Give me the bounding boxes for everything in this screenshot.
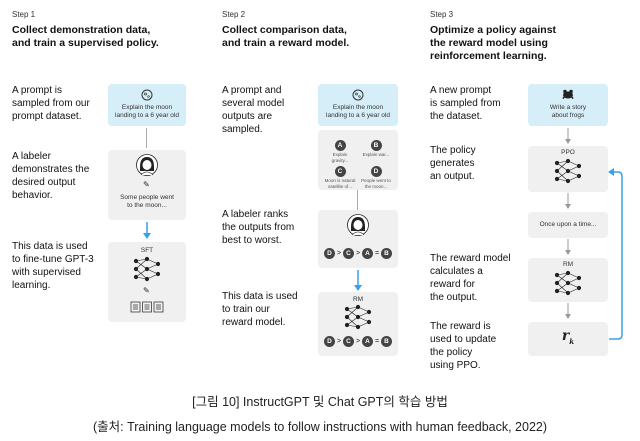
person-icon bbox=[347, 214, 369, 241]
step3-output-card: Once upon a time... bbox=[528, 212, 608, 238]
step2-prompt-text: Explain the moon landing to a 6 year old bbox=[326, 104, 390, 119]
output-d-badge: D bbox=[370, 166, 382, 177]
neural-network-icon bbox=[343, 304, 373, 335]
step3-arrow-4 bbox=[564, 303, 572, 326]
step3-reward-card: rk bbox=[528, 322, 608, 356]
output-c: C Moon is natural satellite of... bbox=[324, 160, 356, 190]
step2-outputs-card: A Explain gravity... B Explain war... C … bbox=[318, 130, 398, 190]
frog-icon bbox=[561, 87, 575, 105]
output-b-text: Explain war... bbox=[362, 152, 390, 157]
step3-desc-2: The policy generates an output. bbox=[430, 145, 476, 182]
step3-desc-4: The reward is used to update the policy … bbox=[430, 321, 497, 371]
step3-title-line2: the reward model using bbox=[430, 37, 548, 49]
neural-network-icon bbox=[132, 256, 162, 287]
feedback-loop-arrow bbox=[608, 162, 628, 347]
rank-badge: D bbox=[324, 248, 335, 259]
figure-source: (출처: Training language models to follow … bbox=[92, 420, 548, 434]
pencil-icon: ✎ bbox=[143, 286, 150, 295]
step3-desc-1: A new prompt is sampled from the dataset… bbox=[430, 85, 501, 122]
output-d-text: People went to the moon... bbox=[361, 178, 391, 189]
output-a-text: Explain gravity... bbox=[331, 152, 349, 163]
rank-badge: B bbox=[381, 248, 392, 259]
rank-op: = bbox=[374, 338, 380, 345]
step3-desc-3: The reward model calculates a reward for… bbox=[430, 253, 511, 303]
step2-desc-3: This data is used to train our reward mo… bbox=[222, 291, 298, 328]
output-d: D People went to the moon... bbox=[360, 160, 392, 190]
step2-ranking-2: D > C > A = B bbox=[323, 336, 393, 347]
neural-network-icon bbox=[553, 158, 583, 189]
step3-rm-card: RM bbox=[528, 258, 608, 302]
step2-desc-1: A prompt and several model outputs are s… bbox=[222, 85, 285, 135]
rank-badge: A bbox=[362, 248, 373, 259]
moon-icon bbox=[352, 88, 364, 106]
step3-policy-label: PPO bbox=[561, 149, 575, 156]
output-c-badge: C bbox=[334, 166, 346, 177]
step1-prompt-card: Explain the moon landing to a 6 year old bbox=[108, 84, 186, 126]
output-a: A Explain gravity... bbox=[324, 134, 356, 164]
step1-title: Collect demonstration data, and train a … bbox=[12, 24, 159, 50]
neural-network-icon bbox=[553, 270, 583, 301]
output-b: B Explain war... bbox=[360, 134, 392, 158]
step3-prompt-text: Write a story about frogs bbox=[549, 104, 587, 119]
rank-op: > bbox=[336, 250, 342, 257]
rank-badge: B bbox=[381, 336, 392, 347]
step2-label: Step 2 bbox=[222, 10, 246, 19]
step2-rm-card: RM D > C > A = B bbox=[318, 292, 398, 356]
document-icon bbox=[130, 300, 164, 318]
step2-desc-2: A labeler ranks the outputs from best to… bbox=[222, 209, 295, 246]
step3-prompt-card: Write a story about frogs bbox=[528, 84, 608, 126]
step2-title: Collect comparison data, and train a rew… bbox=[222, 24, 349, 50]
step2-model-label: RM bbox=[352, 296, 364, 303]
step3-arrow-2 bbox=[564, 193, 572, 216]
step2-prompt-card: Explain the moon landing to a 6 year old bbox=[318, 84, 398, 126]
step3-label: Step 3 bbox=[430, 10, 454, 19]
step3-ppo-card: PPO bbox=[528, 146, 608, 192]
step1-sft-card: SFT ✎ bbox=[108, 242, 186, 322]
step2-ranking-1: D > C > A = B bbox=[323, 248, 393, 259]
step1-desc-3: This data is used to fine-tune GPT-3 wit… bbox=[12, 241, 94, 291]
rank-badge: A bbox=[362, 336, 373, 347]
step1-model-label: SFT bbox=[140, 247, 154, 254]
moon-icon bbox=[141, 88, 153, 106]
reward-symbol: rk bbox=[528, 328, 608, 346]
step1-demo-text: Some people went to the moon... bbox=[120, 194, 174, 209]
step1-title-line2: and train a supervised policy. bbox=[12, 37, 159, 49]
step1-title-line1: Collect demonstration data, bbox=[12, 24, 151, 36]
step1-labeler-card: ✎ Some people went to the moon... bbox=[108, 150, 186, 220]
step2-connector-1 bbox=[357, 190, 358, 210]
rank-op: = bbox=[374, 250, 380, 257]
output-b-badge: B bbox=[370, 140, 382, 151]
pencil-icon: ✎ bbox=[143, 180, 150, 189]
rank-op: > bbox=[355, 250, 361, 257]
step3-arrow-3 bbox=[564, 239, 572, 262]
step1-desc-1: A prompt is sampled from our prompt data… bbox=[12, 85, 90, 122]
output-a-badge: A bbox=[334, 140, 346, 151]
output-c-text: Moon is natural satellite of... bbox=[324, 178, 356, 189]
step3-output-text: Once upon a time... bbox=[539, 221, 597, 228]
reward-r: r bbox=[561, 328, 570, 344]
step1-blue-arrow bbox=[142, 222, 152, 245]
step1-label: Step 1 bbox=[12, 10, 36, 19]
step1-desc-2: A labeler demonstrates the desired outpu… bbox=[12, 151, 90, 201]
figure-caption: [그림 10] InstructGPT 및 Chat GPT의 학습 방법 bbox=[192, 395, 448, 409]
step2-blue-arrow bbox=[353, 270, 363, 297]
rank-op: > bbox=[336, 338, 342, 345]
rank-badge: D bbox=[324, 336, 335, 347]
step3-arrow-1 bbox=[564, 128, 572, 151]
step1-connector-1 bbox=[146, 128, 147, 148]
rank-badge: C bbox=[343, 248, 354, 259]
step3-title-line1: Optimize a policy against bbox=[430, 24, 557, 36]
step3-title: Optimize a policy against the reward mod… bbox=[430, 24, 556, 63]
step2-labeler-card: D > C > A = B bbox=[318, 210, 398, 268]
reward-subscript: k bbox=[569, 336, 575, 346]
rank-badge: C bbox=[343, 336, 354, 347]
person-icon bbox=[136, 154, 158, 181]
step2-title-line1: Collect comparison data, bbox=[222, 24, 347, 36]
step3-title-line3: reinforcement learning. bbox=[430, 50, 547, 62]
rank-op: > bbox=[355, 338, 361, 345]
step2-title-line2: and train a reward model. bbox=[222, 37, 350, 49]
step1-prompt-text: Explain the moon landing to a 6 year old bbox=[115, 104, 179, 119]
step3-rm-label: RM bbox=[562, 261, 574, 268]
